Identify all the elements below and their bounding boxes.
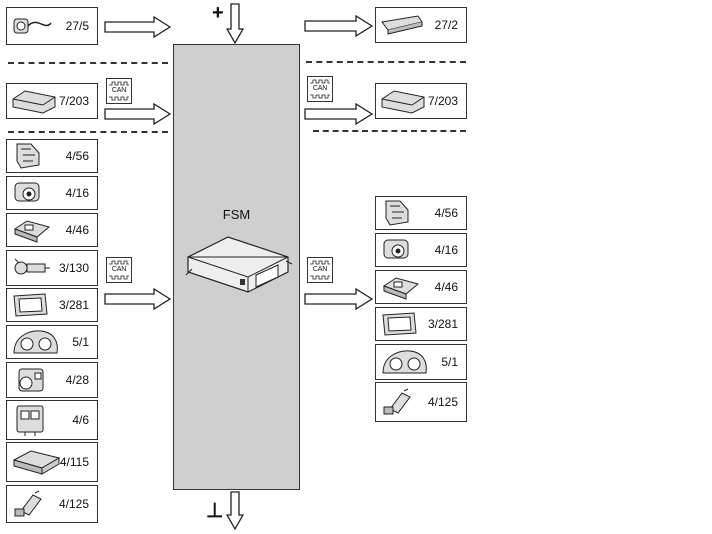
- control-module-icon: [16, 405, 44, 436]
- component-4-46-right[interactable]: 4/46: [375, 270, 467, 304]
- switch-icon: [13, 18, 52, 34]
- can-bus-icon-right-middle: CAN: [307, 257, 333, 283]
- component-label: 4/46: [65, 223, 89, 237]
- output-arrow-can-right: [304, 288, 374, 310]
- output-arrow-27-2: [304, 15, 374, 37]
- input-arrow-7-203: [104, 103, 172, 125]
- can-bus-icon-left-middle: CAN: [106, 257, 132, 283]
- component-label: 7/203: [58, 94, 89, 108]
- component-label: 4/28: [65, 373, 89, 387]
- component-label: 3/281: [427, 317, 458, 331]
- control-unit-icon: [382, 277, 420, 300]
- fsm-unit-icon: [185, 236, 293, 293]
- component-7-203-right[interactable]: 7/203: [375, 83, 467, 119]
- component-label: 3/281: [58, 298, 89, 312]
- actuator-icon: [18, 368, 44, 392]
- component-4-6-left[interactable]: 4/6: [6, 400, 98, 440]
- component-5-1-right[interactable]: 5/1: [375, 344, 467, 380]
- ground-out-arrow: [226, 491, 244, 531]
- component-5-1-left[interactable]: 5/1: [6, 325, 98, 359]
- component-label: 4/56: [65, 149, 89, 163]
- control-unit-icon: [13, 220, 51, 243]
- component-label: 27/5: [65, 19, 89, 33]
- input-arrow-27-5: [104, 16, 172, 38]
- can-bus-icon-right-top: CAN: [307, 76, 333, 102]
- component-label: 4/46: [434, 280, 458, 294]
- ground-symbol: ⊥: [206, 500, 224, 522]
- sensor-icon: [16, 143, 40, 169]
- component-label: 5/1: [441, 355, 458, 369]
- instrument-cluster-icon: [13, 330, 58, 354]
- component-4-115-left[interactable]: 4/115: [6, 442, 98, 482]
- fsm-label: FSM: [222, 207, 251, 222]
- ecu-icon: [12, 450, 61, 475]
- component-label: 5/1: [72, 335, 89, 349]
- module-icon: [12, 90, 56, 114]
- separator-left-2: [8, 131, 168, 133]
- plus-symbol: +: [212, 2, 224, 24]
- can-label: CAN: [111, 87, 127, 94]
- component-3-281-right[interactable]: 3/281: [375, 307, 467, 341]
- component-label: 4/115: [59, 455, 89, 469]
- component-4-16-left[interactable]: 4/16: [6, 176, 98, 210]
- component-label: 4/125: [58, 497, 89, 511]
- camera-icon: [383, 239, 409, 259]
- component-4-28-left[interactable]: 4/28: [6, 362, 98, 398]
- component-4-46-left[interactable]: 4/46: [6, 213, 98, 247]
- separator-right-1: [306, 61, 466, 63]
- can-label: CAN: [312, 266, 328, 273]
- component-27-5[interactable]: 27/5: [6, 7, 98, 45]
- sensor-icon: [385, 200, 409, 226]
- component-4-125-right[interactable]: 4/125: [375, 382, 467, 422]
- can-bus-icon-left-top: CAN: [106, 78, 132, 104]
- connector-icon: [14, 490, 42, 517]
- output-arrow-7-203: [304, 103, 374, 125]
- component-4-56-right[interactable]: 4/56: [375, 196, 467, 230]
- separator-right-2: [313, 130, 466, 132]
- display-icon: [13, 293, 48, 317]
- module-icon: [381, 90, 425, 114]
- component-4-125-left[interactable]: 4/125: [6, 485, 98, 523]
- instrument-cluster-icon: [382, 350, 427, 374]
- component-7-203-left[interactable]: 7/203: [6, 83, 98, 119]
- component-3-281-left[interactable]: 3/281: [6, 288, 98, 322]
- component-4-56-left[interactable]: 4/56: [6, 139, 98, 173]
- fsm-module[interactable]: FSM: [173, 44, 300, 490]
- separator-left-1: [8, 62, 168, 64]
- light-bar-icon: [381, 15, 423, 35]
- switch-assembly-icon: [14, 258, 50, 275]
- component-label: 4/16: [65, 186, 89, 200]
- can-label: CAN: [312, 85, 328, 92]
- component-4-16-right[interactable]: 4/16: [375, 233, 467, 267]
- display-icon: [382, 312, 417, 336]
- connector-icon: [383, 388, 411, 415]
- component-label: 4/16: [434, 243, 458, 257]
- component-27-2[interactable]: 27/2: [375, 7, 467, 43]
- component-label: 27/2: [434, 18, 458, 32]
- component-label: 4/56: [434, 206, 458, 220]
- camera-icon: [14, 182, 40, 202]
- component-label: 7/203: [427, 94, 458, 108]
- can-label: CAN: [111, 266, 127, 273]
- component-label: 4/125: [427, 395, 458, 409]
- power-in-arrow: [226, 3, 244, 45]
- input-arrow-can-left: [104, 288, 172, 310]
- component-label: 4/6: [72, 413, 89, 427]
- component-label: 3/130: [58, 261, 89, 275]
- component-3-130-left[interactable]: 3/130: [6, 250, 98, 286]
